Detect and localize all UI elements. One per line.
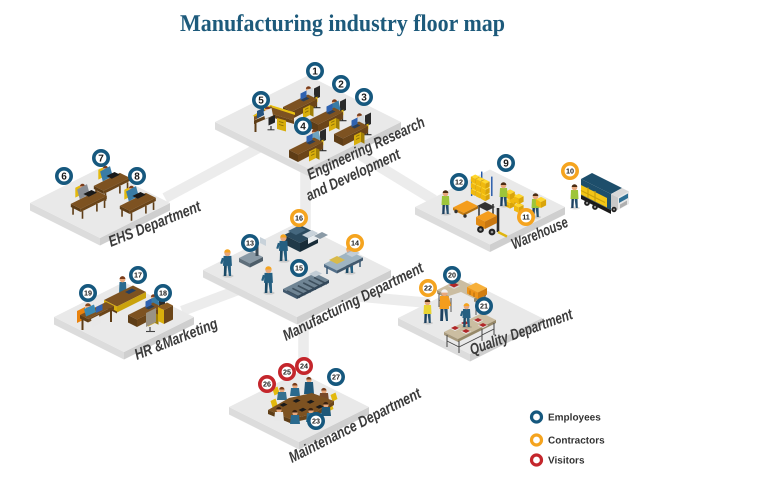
- svg-text:14: 14: [351, 239, 359, 248]
- svg-text:17: 17: [134, 271, 142, 280]
- svg-text:19: 19: [84, 289, 92, 298]
- svg-text:3: 3: [361, 93, 367, 104]
- svg-text:9: 9: [503, 159, 509, 170]
- svg-text:25: 25: [283, 368, 291, 377]
- svg-text:27: 27: [332, 373, 340, 382]
- svg-text:10: 10: [566, 167, 574, 176]
- svg-text:8: 8: [134, 172, 140, 183]
- svg-text:2: 2: [338, 80, 344, 91]
- svg-text:Employees: Employees: [548, 413, 601, 424]
- svg-text:23: 23: [312, 417, 320, 426]
- svg-text:Visitors: Visitors: [548, 456, 585, 467]
- svg-text:15: 15: [295, 264, 303, 273]
- svg-text:21: 21: [480, 302, 488, 311]
- svg-text:13: 13: [246, 239, 254, 248]
- svg-text:Contractors: Contractors: [548, 436, 605, 447]
- svg-text:24: 24: [300, 362, 308, 371]
- svg-text:12: 12: [455, 178, 463, 187]
- svg-text:1: 1: [312, 67, 318, 78]
- svg-text:16: 16: [295, 214, 303, 223]
- svg-text:6: 6: [61, 172, 67, 183]
- svg-text:18: 18: [159, 289, 167, 298]
- svg-text:11: 11: [522, 213, 530, 222]
- svg-text:22: 22: [424, 284, 432, 293]
- svg-text:26: 26: [263, 380, 271, 389]
- svg-text:5: 5: [258, 96, 264, 107]
- svg-text:20: 20: [448, 271, 456, 280]
- svg-text:4: 4: [300, 122, 306, 133]
- svg-text:7: 7: [98, 154, 104, 165]
- svg-text:Manufacturing industry floor m: Manufacturing industry floor map: [180, 11, 505, 37]
